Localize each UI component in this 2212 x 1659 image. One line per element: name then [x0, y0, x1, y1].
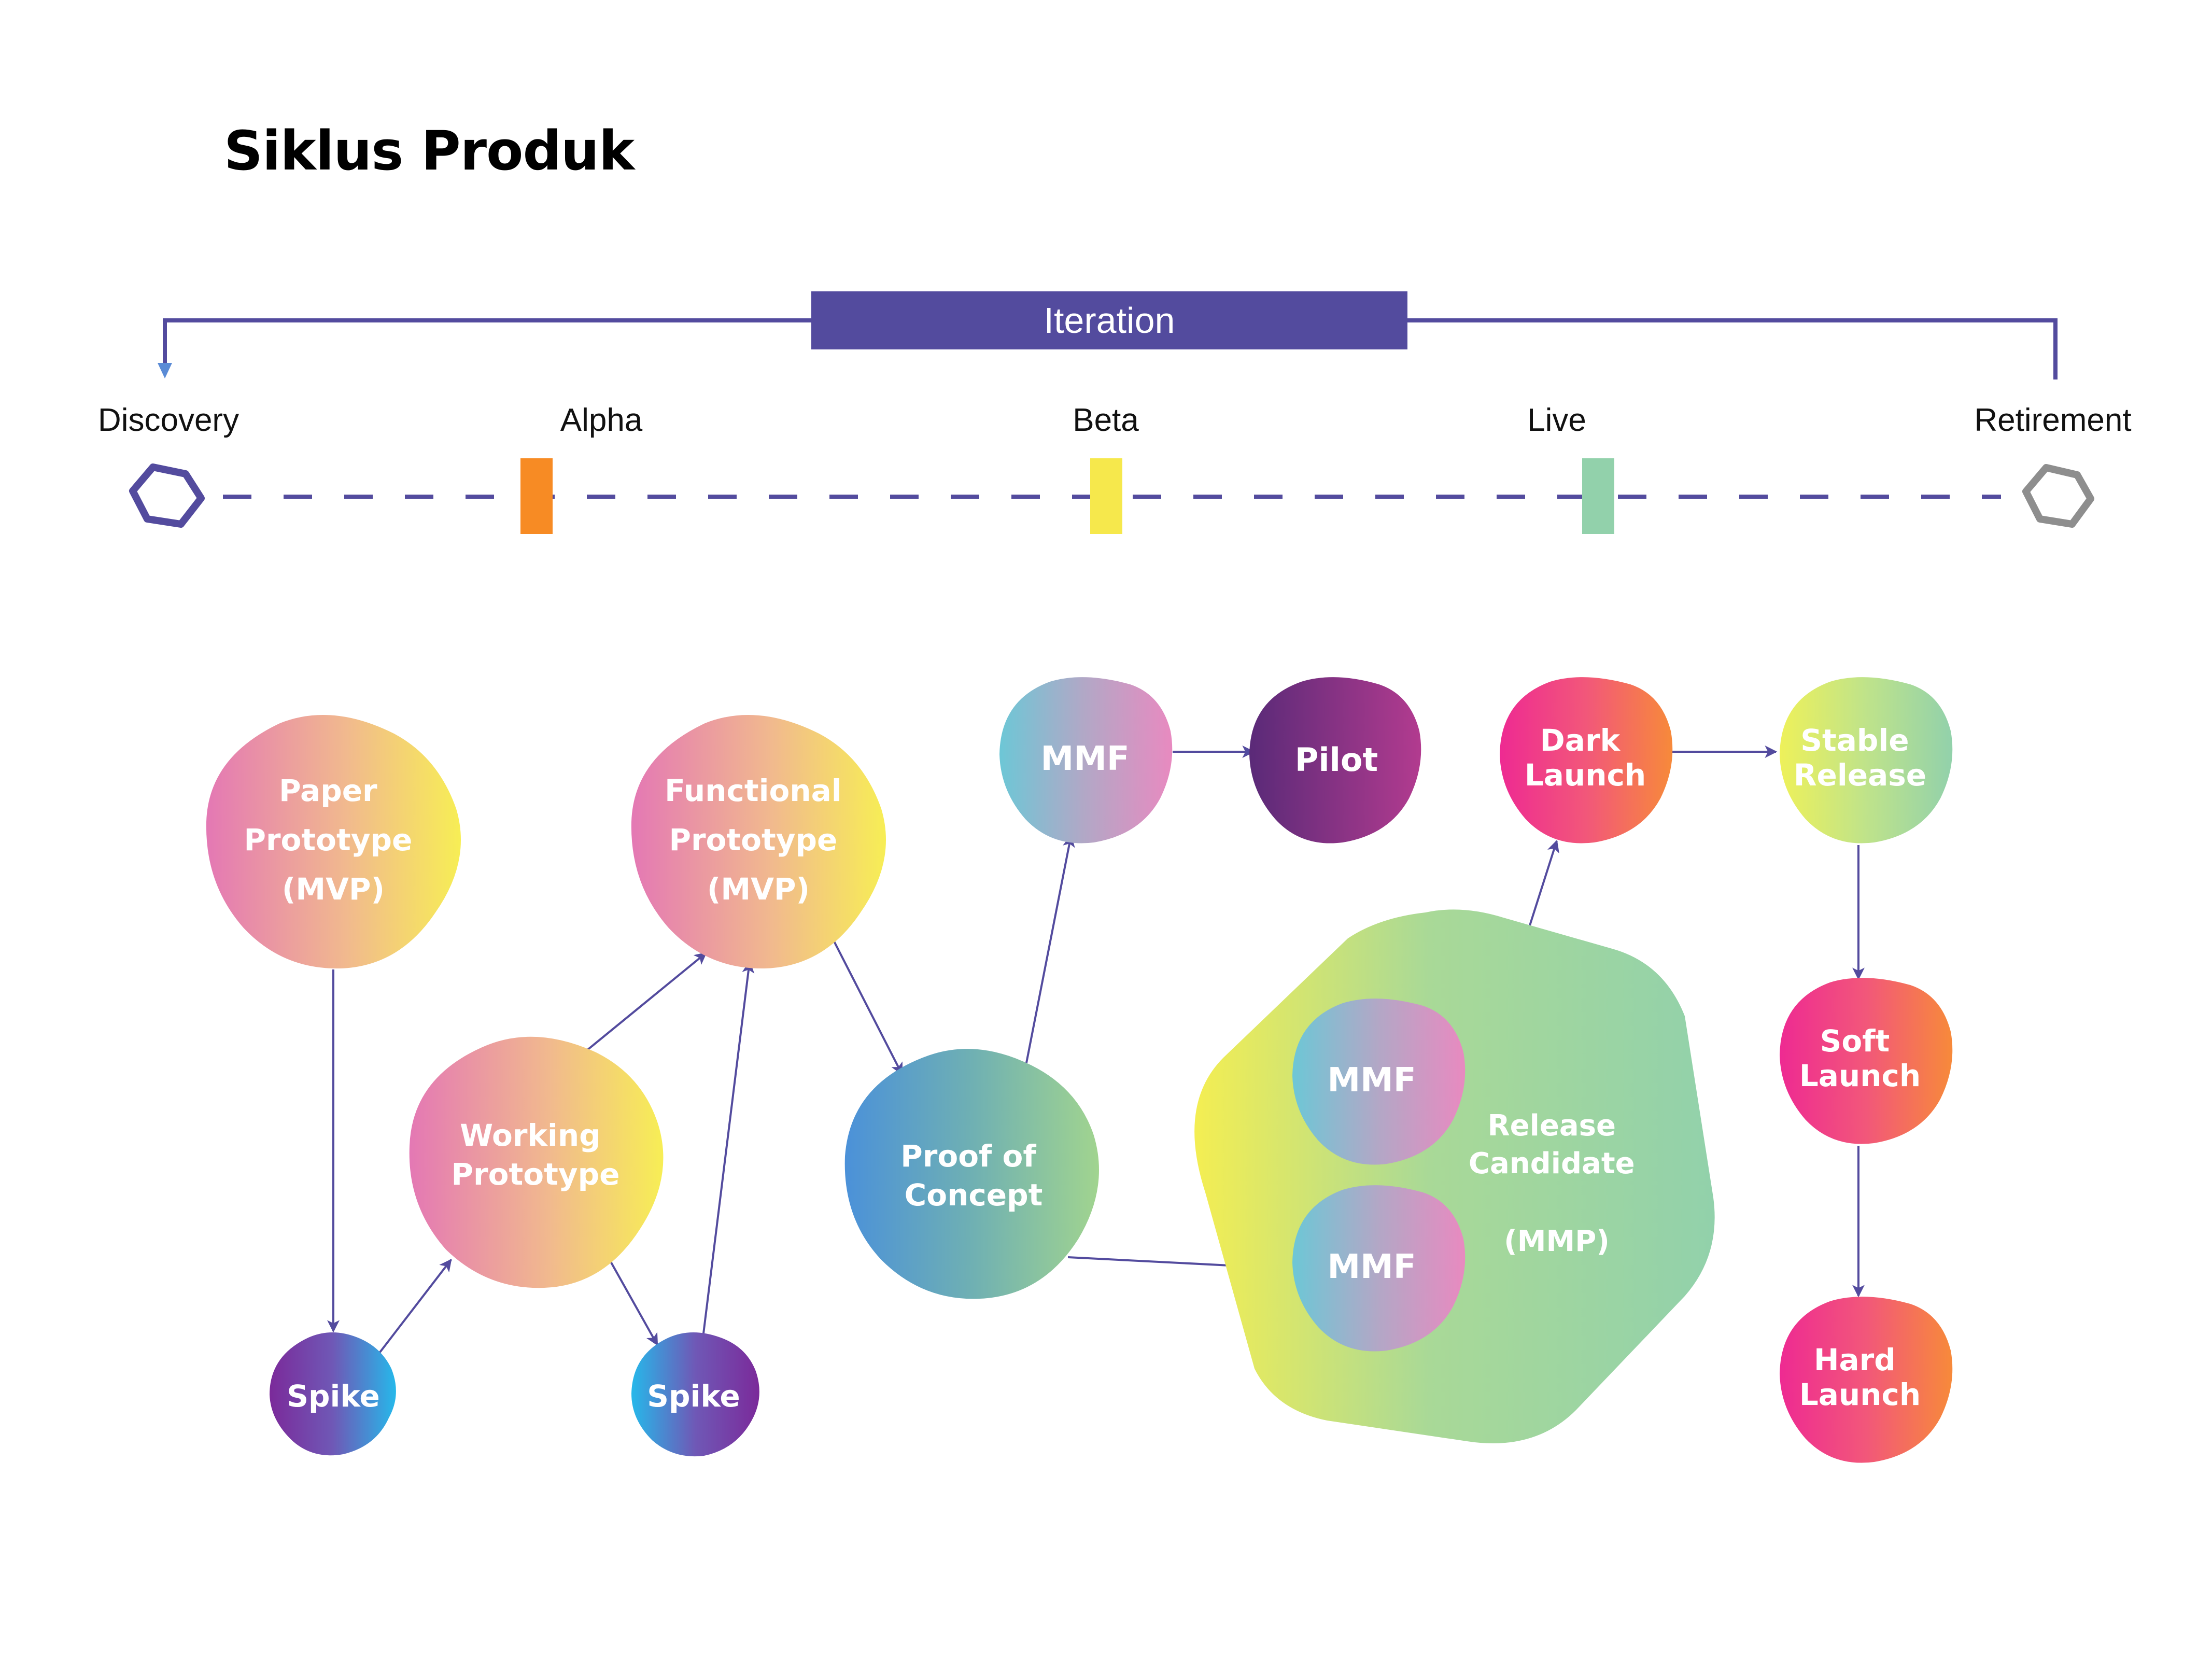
- phase-alpha-label: Alpha: [560, 402, 643, 438]
- phase-timeline: [129, 458, 2094, 534]
- phase-beta-label: Beta: [1073, 402, 1139, 438]
- iteration-label: Iteration: [1044, 300, 1175, 341]
- mmf-top-node: [999, 677, 1173, 843]
- working-prototype-label: Working Prototype: [452, 1118, 620, 1192]
- hard-launch-node: [1780, 1297, 1953, 1463]
- node-labels: Paper Prototype (MVP) Functional Prototy…: [244, 723, 1926, 1414]
- functional-prototype-node: [631, 715, 886, 969]
- beta-marker: [1090, 458, 1122, 534]
- proof-of-concept-node: [844, 1049, 1099, 1299]
- proof-of-concept-label: Proof of Concept: [900, 1138, 1047, 1213]
- edge-spike-to-working: [377, 1259, 452, 1355]
- live-marker: [1582, 458, 1614, 534]
- mmf-rc-node-2: [1292, 1185, 1466, 1352]
- mmf-rc-node-1: [1292, 999, 1466, 1165]
- spike-node-2: [631, 1332, 759, 1457]
- mmf-rc-label-2: MMF: [1327, 1248, 1416, 1286]
- retirement-hexagon-icon: [2022, 464, 2094, 528]
- phase-live-label: Live: [1527, 402, 1586, 438]
- functional-prototype-label: Functional Prototype (MVP): [665, 773, 852, 907]
- soft-launch-node: [1780, 978, 1953, 1144]
- stable-release-label: Stable Release: [1794, 723, 1926, 793]
- edge-working-to-functional: [586, 952, 707, 1051]
- soft-launch-label: Soft Launch: [1799, 1023, 1921, 1093]
- dark-launch-label: Dark Launch: [1525, 723, 1646, 793]
- working-prototype-node: [409, 1036, 664, 1288]
- hard-launch-label: Hard Launch: [1799, 1342, 1921, 1412]
- alpha-marker: [520, 458, 553, 534]
- edge-spike-to-functional: [702, 960, 755, 1338]
- edge-poc-to-mmf: [1025, 834, 1075, 1063]
- mmf-rc-label-1: MMF: [1327, 1061, 1416, 1100]
- stable-release-node: [1780, 677, 1953, 843]
- pilot-label: Pilot: [1295, 741, 1378, 779]
- page-title: Siklus Produk: [224, 119, 635, 182]
- release-candidate-label: Release Candidate (MMP): [1469, 1109, 1645, 1258]
- spike-node-1: [270, 1332, 396, 1456]
- paper-prototype-label: Paper Prototype (MVP): [244, 773, 422, 907]
- connectors: [327, 746, 1865, 1355]
- dark-launch-node: [1500, 677, 1673, 843]
- discovery-hexagon-icon: [129, 463, 205, 528]
- spike-label-2: Spike: [647, 1379, 740, 1414]
- phase-discovery-label: Discovery: [97, 402, 239, 438]
- spike-label-1: Spike: [287, 1379, 380, 1414]
- edge-functional-to-poc: [832, 938, 903, 1076]
- paper-prototype-node: [206, 715, 461, 969]
- phase-retirement-label: Retirement: [1974, 402, 2132, 438]
- edge-rc-to-dark-launch: [1525, 839, 1559, 939]
- mmf-top-label: MMF: [1040, 740, 1129, 778]
- pilot-node: [1249, 677, 1421, 843]
- iteration-bracket: [158, 291, 2058, 379]
- edge-working-to-spike: [609, 1259, 658, 1346]
